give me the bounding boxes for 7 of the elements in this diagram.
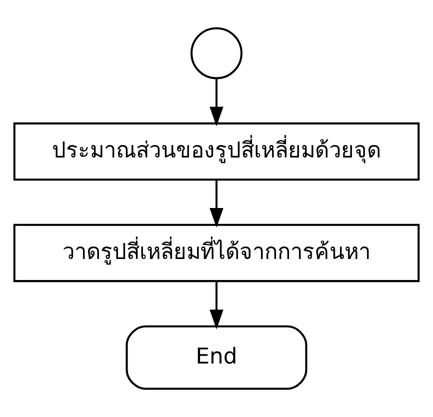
arrow [210, 281, 224, 330]
node-box: ประมาณส่วนของรูปสี่เหลี่ยมด้วยจุด [13, 122, 420, 181]
node-box: End [126, 325, 308, 390]
node-circle [190, 27, 242, 80]
node-box: วาดรูปสี่เหลี่ยมที่ได้จากการค้นหา [13, 224, 420, 282]
arrow [210, 180, 224, 228]
arrow [210, 78, 224, 126]
